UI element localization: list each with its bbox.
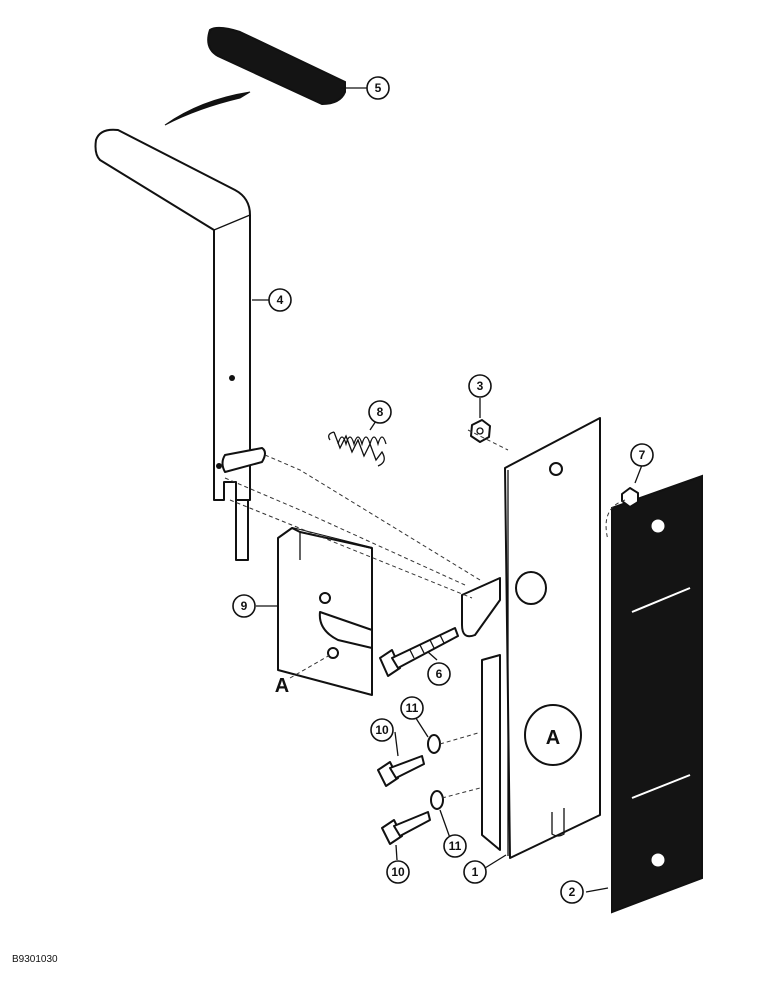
callout-label: 6 bbox=[436, 667, 443, 681]
callout-label: 11 bbox=[449, 839, 462, 853]
callout-label: 1 bbox=[472, 865, 479, 879]
callout-label: 10 bbox=[375, 723, 389, 737]
callout-5: 5 bbox=[366, 76, 390, 100]
callout-2: 2 bbox=[560, 880, 584, 904]
assembly-lines bbox=[224, 429, 626, 799]
callout-1: 1 bbox=[463, 860, 487, 884]
grip-cover bbox=[164, 26, 346, 126]
callout-10-lower: 10 bbox=[386, 860, 410, 884]
callout-8: 8 bbox=[368, 400, 392, 424]
bracket-plate: A bbox=[461, 417, 601, 859]
short-bolt-lower bbox=[381, 811, 431, 845]
rubber-pad bbox=[611, 474, 703, 914]
lock-washer-lower bbox=[430, 790, 444, 810]
callout-3: 3 bbox=[468, 374, 492, 398]
callout-label: 8 bbox=[377, 405, 384, 419]
callout-9: 9 bbox=[232, 594, 256, 618]
callout-label: 4 bbox=[277, 293, 284, 307]
lock-washer-upper bbox=[427, 734, 441, 754]
callout-11-upper: 11 bbox=[400, 696, 424, 720]
callout-label: 3 bbox=[477, 379, 484, 393]
reference-letter-bracket: A bbox=[546, 727, 560, 749]
callout-label: 2 bbox=[569, 885, 576, 899]
callout-label: 11 bbox=[406, 701, 419, 715]
callout-11-lower: 11 bbox=[443, 834, 467, 858]
callout-label: 7 bbox=[639, 448, 646, 462]
latch-bracket bbox=[277, 527, 373, 696]
drawing-id: B9301030 bbox=[12, 954, 58, 965]
spring bbox=[328, 431, 387, 467]
callout-7: 7 bbox=[630, 443, 654, 467]
callout-label: 10 bbox=[391, 865, 405, 879]
callout-4: 4 bbox=[268, 288, 292, 312]
callout-label: 9 bbox=[241, 599, 248, 613]
callout-10-upper: 10 bbox=[370, 718, 394, 742]
nut bbox=[470, 419, 491, 443]
lever bbox=[94, 128, 266, 561]
long-bolt bbox=[379, 627, 459, 677]
callout-label: 5 bbox=[375, 81, 382, 95]
short-bolt-upper bbox=[377, 755, 425, 787]
reference-letter-left: A bbox=[275, 675, 289, 697]
leader-lines bbox=[252, 87, 643, 893]
callout-6: 6 bbox=[427, 662, 451, 686]
